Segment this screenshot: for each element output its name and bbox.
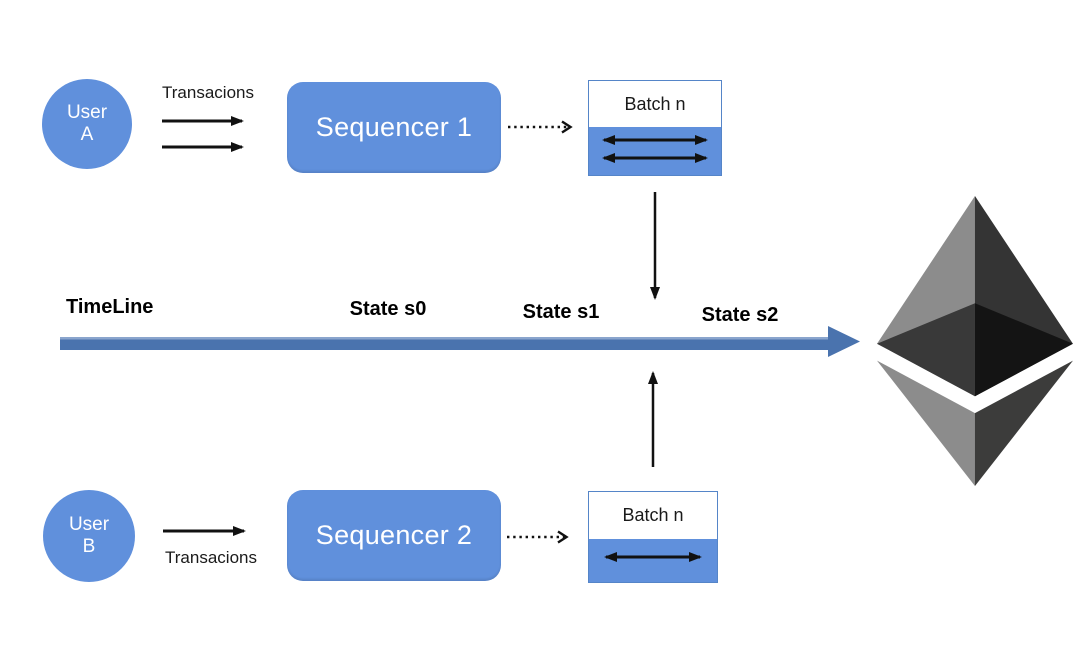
user-b-label-line1: User [68,514,110,535]
timeline-arrow [60,326,860,357]
batch-bottom-label: Batch n [589,492,717,539]
batch-bottom-body [589,539,717,582]
batch-top-body [589,127,721,175]
sequencer-1-label: Sequencer 1 [315,112,473,142]
user-a-label-line2: A [80,124,94,145]
batch-top-node: Batch n [588,80,722,176]
user-b-node: User B [43,490,135,582]
timeline-state-s2: State s2 [701,304,779,326]
user-a-label-line1: User [66,102,108,123]
user-a-to-sequencer1-arrows [162,116,244,152]
timeline-state-s0: State s0 [349,298,427,320]
sequencer-2-node: Sequencer 2 [287,490,501,581]
transactions-label-a: Transacions [162,83,254,102]
batch-top-label: Batch n [589,81,721,127]
sequencer-1-node: Sequencer 1 [287,82,501,173]
timeline-title: TimeLine [66,296,154,318]
user-a-node: User A [42,79,132,169]
user-b-label-line2: B [82,536,96,557]
batch-bottom-node: Batch n [588,491,718,583]
sequencer-2-label: Sequencer 2 [315,520,473,550]
ethereum-logo-icon [877,196,1073,486]
transactions-label-b: Transacions [165,548,257,567]
timeline-state-s1: State s1 [522,301,600,323]
